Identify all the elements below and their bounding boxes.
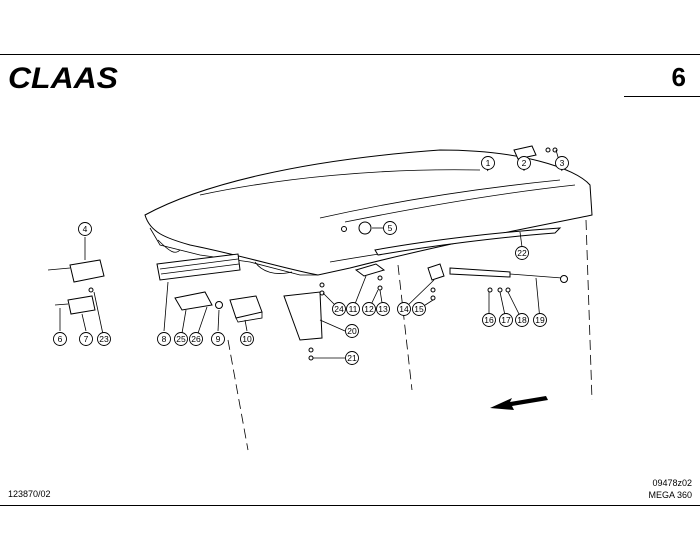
hinge-left [354,263,386,277]
knob [358,221,372,235]
callout-12: 12 [362,302,376,316]
svg-text:13: 13 [378,304,388,314]
callout-22: 22 [515,246,529,260]
callout-20: 20 [345,324,359,338]
svg-text:19: 19 [535,315,545,325]
small-plate [174,291,213,311]
callout-23: 23 [97,332,111,346]
callout-10: 10 [240,332,254,346]
svg-text:14: 14 [399,304,409,314]
callout-7: 7 [79,332,93,346]
license-plate [67,295,96,315]
svg-text:9: 9 [216,334,221,344]
callout-21: 21 [345,351,359,365]
gas-strut [449,267,511,278]
hood-panel [144,149,593,276]
header-rule [624,96,700,97]
callout-3: 3 [555,156,569,170]
callout-13: 13 [376,302,390,316]
callout-25: 25 [174,332,188,346]
svg-text:CLAAS: CLAAS [8,62,118,92]
svg-text:2: 2 [522,158,527,168]
svg-text:15: 15 [414,304,424,314]
callout-17: 17 [499,313,513,327]
washer [215,301,223,309]
svg-text:26: 26 [191,334,201,344]
hinge-right [427,263,445,281]
svg-text:6: 6 [58,334,63,344]
svg-text:3: 3 [560,158,565,168]
side-lamp [69,259,105,283]
svg-text:23: 23 [99,334,109,344]
svg-text:8: 8 [162,334,167,344]
page-frame [0,54,700,506]
svg-text:22: 22 [517,248,527,258]
support-bracket [283,291,323,341]
callout-4: 4 [78,222,92,236]
svg-text:17: 17 [501,315,511,325]
page-number: 6 [671,62,686,92]
svg-text:21: 21 [347,353,357,363]
svg-text:25: 25 [176,334,186,344]
phantom-lines [227,219,593,451]
svg-text:7: 7 [84,334,89,344]
svg-text:16: 16 [484,315,494,325]
svg-text:24: 24 [334,304,344,314]
model-name: MEGA 360 [648,490,692,500]
callout-15: 15 [412,302,426,316]
latch-plate [513,145,537,160]
callout-1: 1 [481,156,495,170]
callout-14: 14 [397,302,411,316]
seal-strip [374,227,562,256]
svg-text:11: 11 [349,304,358,314]
svg-text:18: 18 [517,315,527,325]
reference-code: 09478z02 [652,478,692,488]
callout-8: 8 [157,332,171,346]
drawing-number: 123870/02 [8,489,51,499]
claas-logo: CLAAS [8,62,118,92]
callout-26: 26 [189,332,203,346]
lamp-housing [229,295,263,319]
svg-text:20: 20 [347,326,357,336]
callout-19: 19 [533,313,547,327]
callout-16: 16 [482,313,496,327]
svg-text:5: 5 [388,223,393,233]
svg-text:4: 4 [83,224,88,234]
callout-5: 5 [383,221,397,235]
callout-11: 11 [346,302,360,316]
svg-text:1: 1 [486,158,491,168]
callout-18: 18 [515,313,529,327]
svg-text:10: 10 [242,334,252,344]
callout-9: 9 [211,332,225,346]
callout-2: 2 [517,156,531,170]
callout-6: 6 [53,332,67,346]
svg-text:12: 12 [364,304,374,314]
callout-24: 24 [332,302,346,316]
direction-arrow-icon [490,396,548,410]
grille-panel [156,253,241,281]
hardware [88,147,558,361]
